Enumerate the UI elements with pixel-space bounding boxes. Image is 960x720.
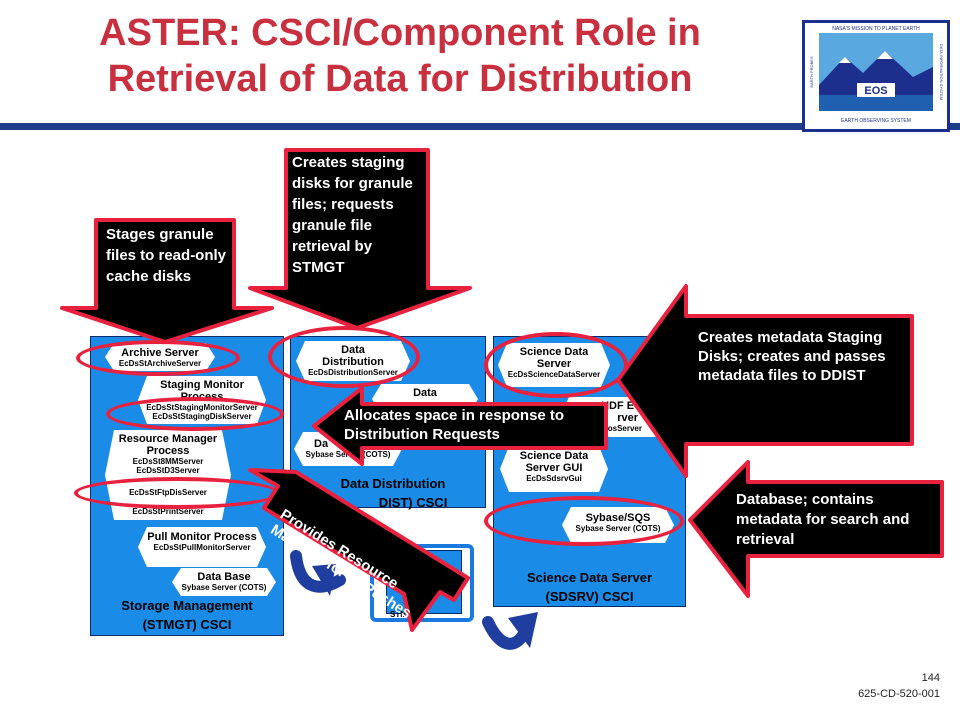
pull-monitor-process: Pull Monitor Process EcDsStPullMonitorSe…	[138, 527, 266, 567]
print-exe: EcDsStPrintServer	[132, 507, 204, 516]
database-callout-shape	[688, 460, 944, 598]
hdf-eos-exe: EosServer	[602, 424, 642, 433]
stmgt-label: Storage Management (STMGT) CSCI	[90, 596, 284, 634]
stmgt-label-line-2: (STMGT) CSCI	[142, 617, 232, 632]
sdsrv-gui-name: Science Data Server GUI	[519, 450, 589, 474]
ddist-label: Data Distribution DIST) CSCI	[300, 474, 486, 512]
eos-logo-right: DATA INFORMATION SYSTEM	[939, 44, 944, 100]
page-number: 144	[921, 672, 940, 684]
ddist-label-line-1: Data Distribution	[340, 476, 446, 491]
eos-logo-left: EARTH PROBES	[809, 56, 814, 88]
sdsrv-label-line-1: Science Data Server	[526, 570, 653, 585]
document-number: 625-CD-520-001	[858, 688, 940, 700]
stmgt-database: Data Base Sybase Server (COTS)	[172, 568, 276, 596]
resource-manager-exe-2: EcDsStD3Server	[136, 466, 200, 475]
sdsrv-gui-exe: EcDsSdsrvGui	[526, 474, 582, 483]
sdsrv-label: Science Data Server (SDSRV) CSCI	[493, 568, 686, 606]
ring-science-data-server	[484, 332, 628, 398]
allocates-callout-shape	[312, 386, 608, 466]
ring-data-distribution	[268, 326, 420, 388]
provides-callout-shape	[248, 468, 470, 632]
slide-title: ASTER: CSCI/Component Role in Retrieval …	[20, 10, 780, 102]
arrow-to-stmgt-head	[312, 564, 336, 596]
pull-monitor-name: Pull Monitor Process	[147, 531, 257, 543]
eos-logo-center: EOS	[864, 85, 887, 97]
eos-logo-art: EOS NASA'S MISSION TO PLANET EARTH EARTH…	[809, 26, 944, 124]
ring-archive-server	[76, 340, 240, 376]
resource-manager-exe-1: EcDsSt8MMServer	[132, 457, 204, 466]
pull-monitor-exe: EcDsStPullMonitorServer	[153, 543, 251, 552]
stmg-small-label: STMG	[390, 610, 414, 619]
ring-sybase-sqs	[484, 496, 684, 546]
hdf-eos-name-2: rver	[617, 412, 638, 424]
title-line-2: Retrieval of Data for Distribution	[107, 58, 693, 100]
arrow-to-sdsrv-head	[508, 612, 538, 648]
creates-staging-callout-shape	[248, 148, 472, 330]
ddist-database-name: Da	[314, 438, 329, 450]
sdsrv-label-line-2: (SDSRV) CSCI	[545, 589, 634, 604]
stages-callout-text: Stages granule files to read-only cache …	[106, 226, 227, 285]
eos-logo-bottom: EARTH OBSERVING SYSTEM	[841, 118, 911, 124]
science-data-server-gui: Science Data Server GUI EcDsSdsrvGui	[500, 446, 608, 492]
arrow-to-stmgt	[290, 550, 346, 593]
eos-logo-top: NASA'S MISSION TO PLANET EARTH	[832, 26, 920, 32]
allocates-callout-text: Allocates space in response to Distribut…	[344, 407, 565, 443]
eos-logo: EOS NASA'S MISSION TO PLANET EARTH EARTH…	[802, 20, 950, 132]
title-rule	[0, 123, 960, 130]
creates-staging-callout-text: Creates staging disks for granule files;…	[292, 154, 413, 276]
metadata-callout-text: Creates metadata Staging Disks; creates …	[698, 329, 886, 384]
ddist-label-line-2: DIST) CSCI	[378, 495, 448, 510]
stmgt-label-line-1: Storage Management	[121, 598, 253, 613]
ring-staging-disk	[106, 397, 284, 431]
database-callout-text: Database; contains metadata for search a…	[736, 491, 910, 548]
stmgt-database-sub: Sybase Server (COTS)	[181, 583, 267, 592]
resource-manager-name: Resource Manager Process	[118, 433, 218, 457]
metadata-callout-shape	[616, 284, 914, 478]
stmgt-database-name: Data Base	[197, 571, 251, 583]
title-line-1: ASTER: CSCI/Component Role in	[99, 12, 701, 54]
ddist-data-name: Data	[413, 387, 437, 399]
